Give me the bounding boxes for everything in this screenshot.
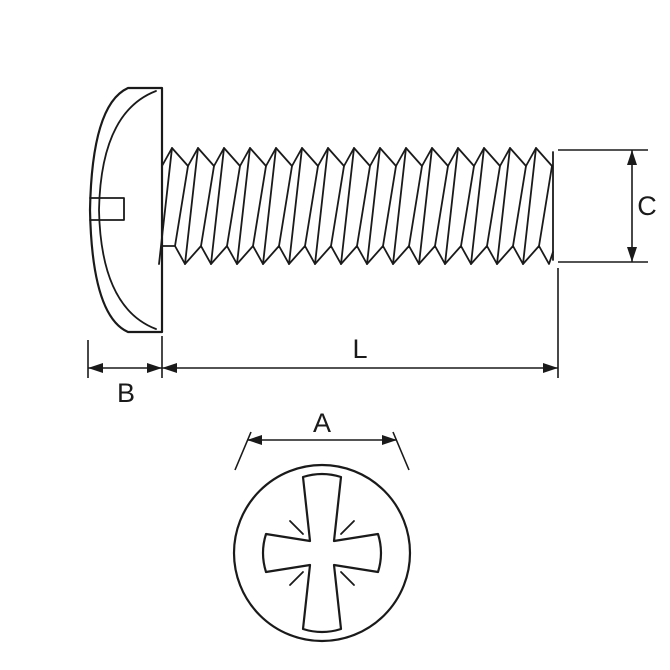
phillips-recess-cross [261,472,383,634]
screw-head-slot [89,197,125,221]
dimension-a-arrow-left [247,435,262,445]
dimension-l-arrow-right [543,363,558,373]
dimension-b-arrow-left [88,363,103,373]
dimension-b: B [87,340,162,408]
screw-thread-flanks-a [158,147,537,265]
dimension-c-label: C [637,191,657,221]
screw-thread-flanks-b [174,165,553,247]
dimension-b-arrow-right [147,363,162,373]
dimension-c-arrow-down [627,247,637,262]
phillips-recess-corner-marks [289,520,355,586]
screw-threads-bottom-edge [161,245,554,265]
dimension-a-extension-lines [234,431,410,471]
dimension-a-label: A [313,408,331,438]
dimension-l-arrow-left [162,363,177,373]
dimension-c: C [558,149,657,263]
dimension-c-extension-lines [558,149,648,263]
dimension-b-label: B [117,378,135,408]
dimension-l-extension-lines [161,268,559,378]
screw-threads-top-edge [161,147,553,167]
dimension-l-label: L [352,334,367,364]
dimension-c-arrow-up [627,150,637,165]
dimension-l: L [161,268,559,378]
screw-side-view [88,86,554,334]
screw-head-dome-line [98,90,157,330]
head-outline-circle [232,463,412,643]
screw-head-front-view [232,463,412,643]
screw-head-profile [88,86,164,334]
dimension-a: A [234,408,410,471]
dimension-a-arrow-right [382,435,397,445]
